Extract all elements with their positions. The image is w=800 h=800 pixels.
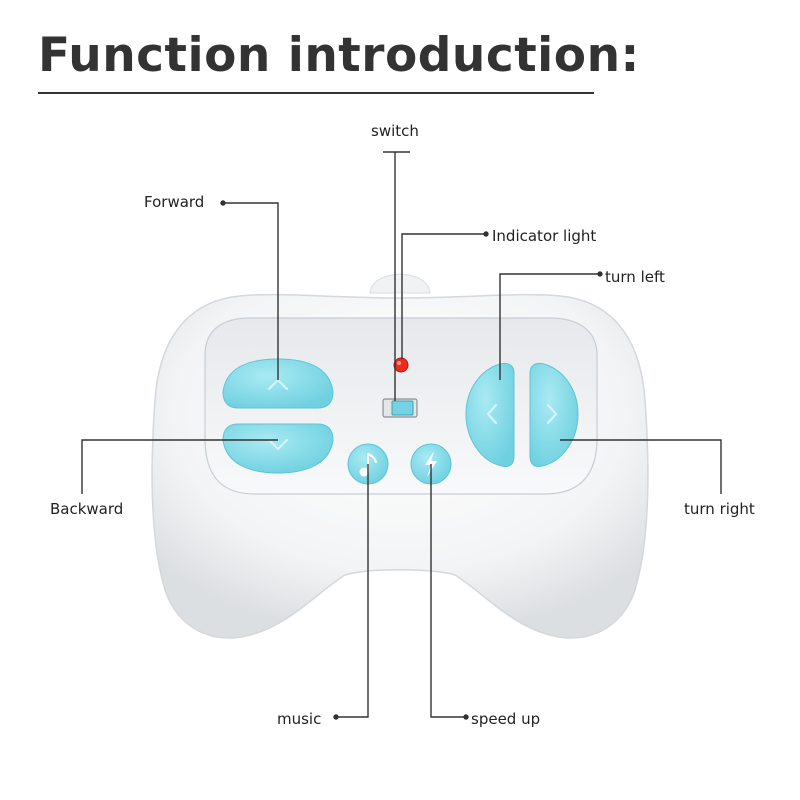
forward-button[interactable] xyxy=(222,358,334,409)
turn-left-button[interactable] xyxy=(465,362,515,467)
backward-label: Backward xyxy=(50,500,124,518)
turn-left-label: turn left xyxy=(605,268,665,286)
controller-body xyxy=(151,273,649,639)
page-title: Function introduction: xyxy=(38,28,640,83)
chevron-right-icon xyxy=(546,403,558,425)
turn-right-label: turn right xyxy=(684,500,755,518)
backward-leader xyxy=(81,439,278,494)
chevron-down-icon xyxy=(267,438,289,451)
indicator-light xyxy=(393,357,409,373)
power-switch[interactable] xyxy=(382,398,418,418)
speed-up-label: speed up xyxy=(471,710,541,728)
title-underline xyxy=(38,92,594,94)
music-leader xyxy=(333,464,369,720)
backward-button[interactable] xyxy=(222,423,334,474)
forward-leader xyxy=(220,200,279,380)
speed-up-leader xyxy=(430,464,469,720)
switch-label: switch xyxy=(371,122,419,140)
turn-right-leader xyxy=(560,439,722,494)
indicator-leader xyxy=(401,231,489,359)
indicator-light-label: Indicator light xyxy=(492,227,597,245)
turn-left-leader xyxy=(499,271,603,380)
forward-label: Forward xyxy=(144,193,205,211)
chevron-left-icon xyxy=(486,403,498,425)
leader-lines xyxy=(81,151,722,720)
music-label: music xyxy=(277,710,322,728)
turn-right-button[interactable] xyxy=(529,362,579,467)
switch-leader xyxy=(383,151,410,401)
